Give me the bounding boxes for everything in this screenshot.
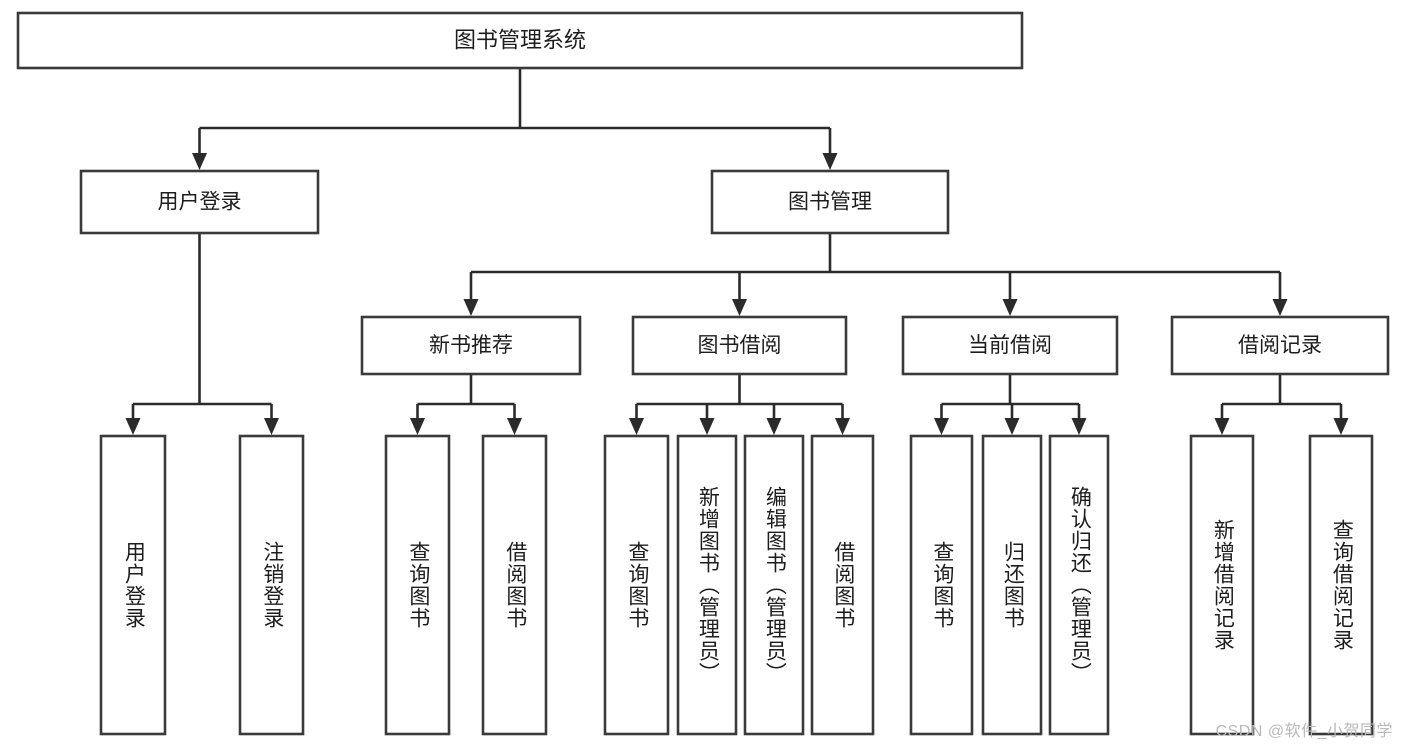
node-box-user-login[interactable] bbox=[79, 169, 320, 235]
arrow-to-leaf-logout bbox=[264, 418, 279, 435]
arrow-to-leaf-confirm-return bbox=[1071, 418, 1087, 435]
node-label-book-borrow: 图书借阅 bbox=[698, 334, 782, 357]
node-box-new-book-recommend[interactable] bbox=[360, 315, 582, 376]
node-box-leaf-query-book-recommend[interactable] bbox=[384, 434, 451, 736]
node-box-leaf-logout[interactable] bbox=[238, 434, 305, 736]
node-box-root[interactable] bbox=[16, 11, 1024, 70]
node-box-leaf-edit-book[interactable] bbox=[743, 434, 805, 736]
node-box-book-manage[interactable] bbox=[710, 169, 950, 235]
arrow-to-leaf-query-book-borrow bbox=[629, 418, 644, 435]
node-box-leaf-add-borrow-record[interactable] bbox=[1189, 434, 1255, 736]
arrow-to-leaf-edit-book bbox=[766, 418, 782, 435]
node-box-leaf-return-book[interactable] bbox=[981, 434, 1043, 736]
node-label-user-login: 用户登录 bbox=[158, 191, 242, 214]
arrow-to-leaf-query-borrow-record bbox=[1333, 418, 1349, 435]
arrow-to-leaf-borrow-book bbox=[835, 418, 850, 435]
node-box-leaf-add-book[interactable] bbox=[676, 434, 738, 736]
arrow-to-new-book-recommend bbox=[463, 299, 479, 316]
node-box-leaf-query-book-borrow[interactable] bbox=[603, 434, 670, 736]
arrow-to-leaf-query-book-current bbox=[934, 418, 949, 435]
arrow-to-book-borrow bbox=[732, 299, 747, 316]
node-label-current-borrow: 当前借阅 bbox=[968, 334, 1052, 357]
arrow-to-leaf-user-login bbox=[125, 418, 141, 435]
node-box-current-borrow[interactable] bbox=[901, 315, 1119, 376]
node-box-leaf-query-borrow-record[interactable] bbox=[1308, 434, 1374, 736]
watermark-text: CSDN @软件_小贺同学 bbox=[1215, 723, 1393, 740]
arrow-to-leaf-borrow-book-recommend bbox=[507, 418, 522, 435]
node-box-leaf-user-login[interactable] bbox=[99, 434, 167, 736]
arrow-to-leaf-add-borrow-record bbox=[1214, 418, 1230, 435]
arrow-to-current-borrow bbox=[1002, 299, 1018, 316]
node-box-leaf-borrow-book[interactable] bbox=[810, 434, 875, 736]
node-box-leaf-borrow-book-recommend[interactable] bbox=[481, 434, 548, 736]
connectors-layer bbox=[125, 68, 1349, 435]
arrow-to-leaf-add-book bbox=[699, 418, 715, 435]
node-box-borrow-record[interactable] bbox=[1170, 315, 1390, 376]
node-box-book-borrow[interactable] bbox=[631, 315, 848, 376]
node-box-leaf-confirm-return[interactable] bbox=[1048, 434, 1110, 736]
node-label-root: 图书管理系统 bbox=[454, 27, 586, 52]
arrow-to-leaf-query-book-recommend bbox=[410, 418, 425, 435]
arrow-to-borrow-record bbox=[1272, 299, 1288, 316]
node-label-book-manage: 图书管理 bbox=[788, 191, 872, 214]
node-box-leaf-query-book-current[interactable] bbox=[909, 434, 974, 736]
arrow-to-leaf-return-book bbox=[1004, 418, 1020, 435]
boxes-layer bbox=[16, 11, 1390, 736]
arrow-to-book-manage bbox=[822, 153, 838, 170]
arrow-to-user-login bbox=[192, 153, 207, 170]
node-label-new-book-recommend: 新书推荐 bbox=[429, 334, 513, 357]
node-label-borrow-record: 借阅记录 bbox=[1238, 334, 1322, 357]
